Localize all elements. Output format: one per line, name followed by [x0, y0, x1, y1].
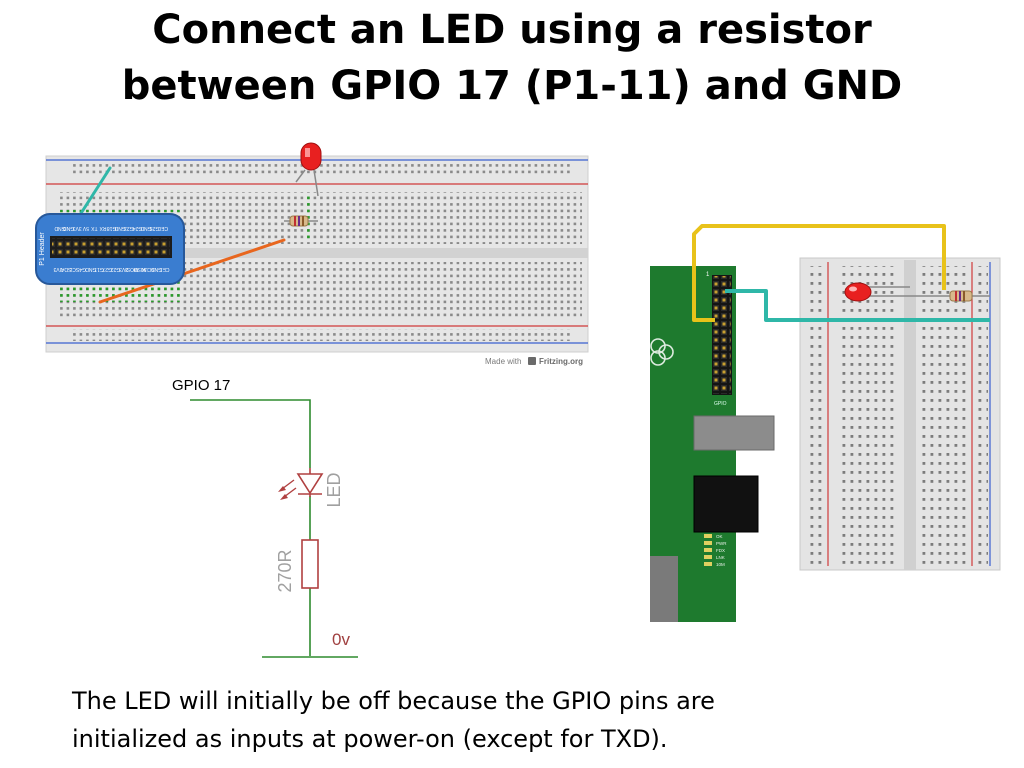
- schematic-ground-label: 0v: [332, 630, 350, 649]
- header-pin-label: G17: [94, 266, 104, 272]
- header-pin-label: G4: [79, 266, 86, 272]
- connected-column-led: [306, 196, 313, 242]
- pi-status-leds: OK PWR FDX LNK 10M: [704, 534, 727, 567]
- center-channel: [46, 248, 588, 258]
- header-pin-label: G22: [110, 266, 120, 272]
- header-pin-label: MISO: [134, 266, 147, 272]
- right-terminal-holes-right: [922, 266, 968, 566]
- header-pin-label: 3V3: [73, 225, 82, 231]
- status-led: [704, 541, 712, 545]
- status-led: [704, 548, 712, 552]
- status-led: [704, 555, 712, 559]
- fritzing-credit-brand: Fritzing.org: [539, 357, 583, 366]
- status-led-label: FDX: [716, 548, 725, 553]
- schematic-led-symbol: [278, 468, 324, 500]
- status-led-label: PWR: [716, 541, 727, 546]
- header-pin-label: MOSI: [125, 266, 138, 272]
- schematic-gpio-label: GPIO 17: [172, 377, 230, 394]
- pi-pin1-label: 1: [706, 272, 710, 278]
- header-pin-label: GND: [150, 266, 162, 272]
- header-pin-label: GND: [85, 266, 97, 272]
- rail-holes-bottom: [70, 329, 570, 341]
- schematic-resistor-symbol: [301, 539, 319, 589]
- slide-caption: The LED will initially be off because th…: [72, 682, 972, 758]
- pi-video-connector: [693, 475, 759, 533]
- header-pin-label: GND: [63, 225, 75, 231]
- caption-line-1: The LED will initially be off because th…: [72, 687, 715, 715]
- header-label: P1 Header: [39, 232, 46, 266]
- raspberry-logo-icon: [650, 338, 674, 366]
- breadboard-led: [295, 142, 322, 197]
- teal-wire: [76, 166, 112, 220]
- pi-gpio-pins: [713, 276, 731, 394]
- header-pin-label: SCLK: [141, 266, 155, 272]
- caption-line-2: initialized as inputs at power-on (excep…: [72, 725, 668, 753]
- header-pin-label: G23: [124, 225, 134, 231]
- right-resistor: [910, 290, 990, 302]
- header-pin-label: G18: [107, 225, 117, 231]
- header-pin-label: CE0: [158, 225, 168, 231]
- orange-wire: [98, 238, 286, 304]
- status-led-label: OK: [716, 534, 723, 539]
- header-pin-label: GND: [140, 225, 152, 231]
- pi-gpio-label: GPIO: [714, 401, 727, 407]
- status-led: [704, 534, 712, 538]
- led-schematic: GPIO 17 LED 270R 0v: [172, 377, 358, 658]
- header-pins: [52, 238, 170, 256]
- header-pin-label: GND: [54, 225, 66, 231]
- header-pin-label: SDA: [60, 266, 71, 272]
- header-pin-label: TX: [91, 225, 98, 231]
- status-led-label: LNK: [716, 555, 725, 560]
- status-led: [704, 562, 712, 566]
- header-pin-label: 3V3: [119, 266, 128, 272]
- header-pin-label: RX: [99, 225, 107, 231]
- breadboard-resistor: [284, 215, 318, 227]
- header-pin-label: G25: [150, 225, 160, 231]
- right-center-channel: [904, 260, 916, 570]
- title-line-1: Connect an LED using a resistor: [152, 7, 872, 53]
- header-pin-label: 5V: [82, 225, 89, 231]
- right-rail-holes-right: [976, 266, 988, 566]
- gpio-wire: [190, 399, 311, 468]
- right-breadboard-body: [799, 257, 1001, 571]
- header-pin-label: G27: [102, 266, 112, 272]
- pi-breadboard-illustration: 1 GPIO OK PWR FDX LNK 10M: [650, 224, 1001, 622]
- pi-usb-connector: [650, 556, 678, 622]
- right-terminal-holes-left: [838, 266, 896, 566]
- pi-audio-connector: [693, 415, 775, 451]
- header-pin-label: SCL: [69, 266, 79, 272]
- slide-title: Connect an LED using a resistor between …: [0, 2, 1024, 114]
- header-pin-label: GND: [114, 225, 126, 231]
- header-pin-label: G24: [132, 225, 142, 231]
- header-pin-label: 3V3: [53, 266, 62, 272]
- status-led-label: 10M: [716, 562, 725, 567]
- schematic-resistor-label: 270R: [275, 549, 295, 592]
- right-rail-holes-left: [806, 266, 824, 566]
- fritzing-logo-icon: [528, 357, 536, 365]
- rail-holes-top: [70, 163, 570, 177]
- teal-wire-right: [725, 289, 990, 322]
- schematic-led-label: LED: [324, 472, 344, 507]
- fritzing-credit-prefix: Made with: [485, 357, 521, 366]
- header-pin-label: CE1: [160, 266, 170, 272]
- yellow-wire: [692, 224, 946, 322]
- right-led: [844, 282, 910, 302]
- title-line-2: between GPIO 17 (P1-11) and GND: [121, 63, 903, 109]
